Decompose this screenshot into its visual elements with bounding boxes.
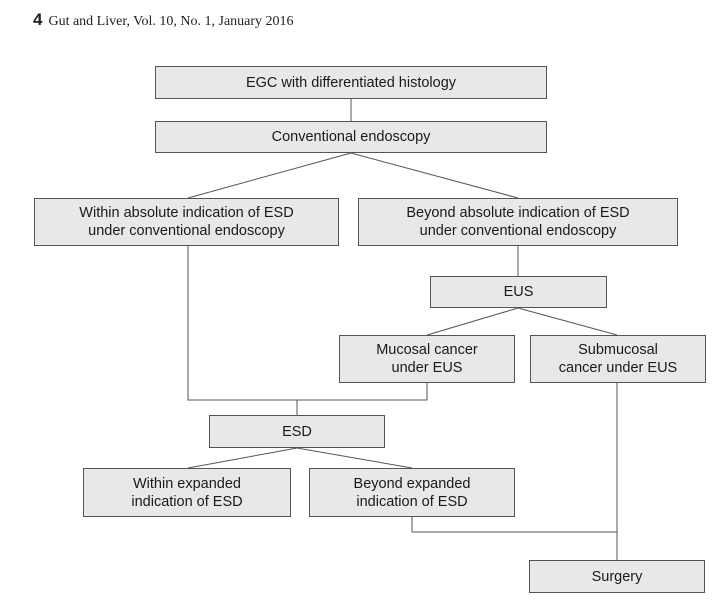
journal-citation: Gut and Liver, Vol. 10, No. 1, January 2…: [48, 14, 294, 29]
node-label-line: Surgery: [591, 568, 643, 585]
node-label-line: ESD: [282, 423, 312, 440]
connector-within-absolute-esd: [187, 246, 297, 401]
node-within-expanded-indication: Within expanded indication of ESD: [83, 468, 291, 517]
node-label-line: Conventional endoscopy: [271, 129, 431, 145]
connector-conventional-within-absolute: [187, 152, 352, 199]
page-number: 4: [33, 10, 43, 29]
connector-conventional-beyond-absolute: [350, 152, 519, 199]
connector-eus-mucosal: [426, 307, 519, 336]
node-label-line: Submucosal: [578, 342, 658, 358]
node-beyond-expanded-indication: Beyond expanded indication of ESD: [309, 468, 515, 517]
node-label-line: Beyond absolute indication of ESD: [406, 205, 630, 221]
node-label-line: indication of ESD: [356, 493, 468, 510]
connector-mucosal-esd: [297, 383, 428, 401]
node-label-line: Mucosal cancer: [376, 342, 478, 358]
node-egc-differentiated: EGC with differentiated histology: [155, 66, 547, 99]
node-surgery: Surgery: [529, 560, 705, 593]
node-mucosal-cancer: Mucosal cancer under EUS: [339, 335, 515, 383]
node-submucosal-cancer: Submucosal cancer under EUS: [530, 335, 706, 383]
node-esd: ESD: [209, 415, 385, 448]
node-label-line: under conventional endoscopy: [88, 223, 285, 239]
connector-eus-submucosal: [517, 307, 618, 336]
node-label-line: Within absolute indication of ESD: [79, 205, 294, 221]
connector-esd-within-expanded: [187, 447, 298, 469]
node-label-line: EGC with differentiated histology: [245, 74, 457, 91]
connector-esd-beyond-expanded: [296, 447, 413, 469]
node-label-line: cancer under EUS: [558, 360, 678, 376]
node-label-line: EUS: [503, 284, 534, 300]
node-label-line: under conventional endoscopy: [419, 223, 617, 239]
node-within-absolute-indication: Within absolute indication of ESD under …: [34, 198, 339, 246]
node-beyond-absolute-indication: Beyond absolute indication of ESD under …: [358, 198, 678, 246]
node-conventional-endoscopy: Conventional endoscopy: [155, 121, 547, 153]
node-label-line: Within expanded: [132, 475, 241, 492]
node-label-line: Beyond expanded: [353, 475, 471, 492]
node-label-line: indication of ESD: [131, 493, 243, 510]
node-eus: EUS: [430, 276, 607, 308]
node-label-line: under EUS: [391, 360, 463, 376]
page-header: 4 Gut and Liver, Vol. 10, No. 1, January …: [33, 10, 294, 30]
connector-beyond-expanded-surgery: [411, 517, 617, 533]
